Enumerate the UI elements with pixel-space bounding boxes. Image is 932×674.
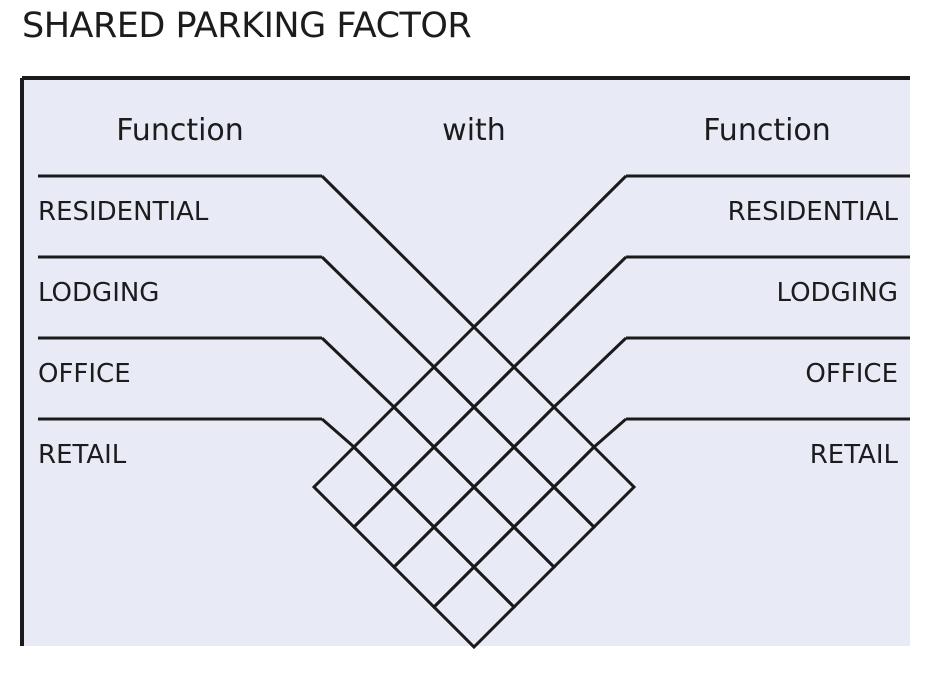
left-label-lodging: LODGING xyxy=(38,278,159,308)
right-label-lodging: LODGING xyxy=(777,278,898,308)
left-function-lines xyxy=(38,174,476,449)
right-label-residential: RESIDENTIAL xyxy=(728,197,899,227)
left-diagonal-office xyxy=(320,336,396,409)
right-function-lines xyxy=(472,174,910,449)
right-diagonal-retail xyxy=(593,417,627,449)
header-right-function: Function xyxy=(703,113,831,148)
right-diagonal-residential xyxy=(472,174,628,329)
right-label-retail: RETAIL xyxy=(810,440,899,470)
factor-cell-retail-retail xyxy=(431,564,517,650)
right-label-office: OFFICE xyxy=(805,359,898,389)
left-diagonal-residential xyxy=(320,174,476,329)
diagram-panel xyxy=(22,78,910,646)
left-diagonal-retail xyxy=(321,417,355,449)
factor-grid xyxy=(311,324,637,650)
header-left-function: Function xyxy=(116,113,244,148)
right-diagonal-office xyxy=(552,336,628,409)
factor-cell-border xyxy=(431,564,517,650)
left-label-residential: RESIDENTIAL xyxy=(38,197,209,227)
left-diagonal-lodging xyxy=(320,255,436,369)
left-label-retail: RETAIL xyxy=(38,440,127,470)
right-diagonal-lodging xyxy=(512,255,628,369)
left-label-office: OFFICE xyxy=(38,359,131,389)
header-with: with xyxy=(442,113,506,148)
page-title: SHARED PARKING FACTOR xyxy=(22,6,472,46)
